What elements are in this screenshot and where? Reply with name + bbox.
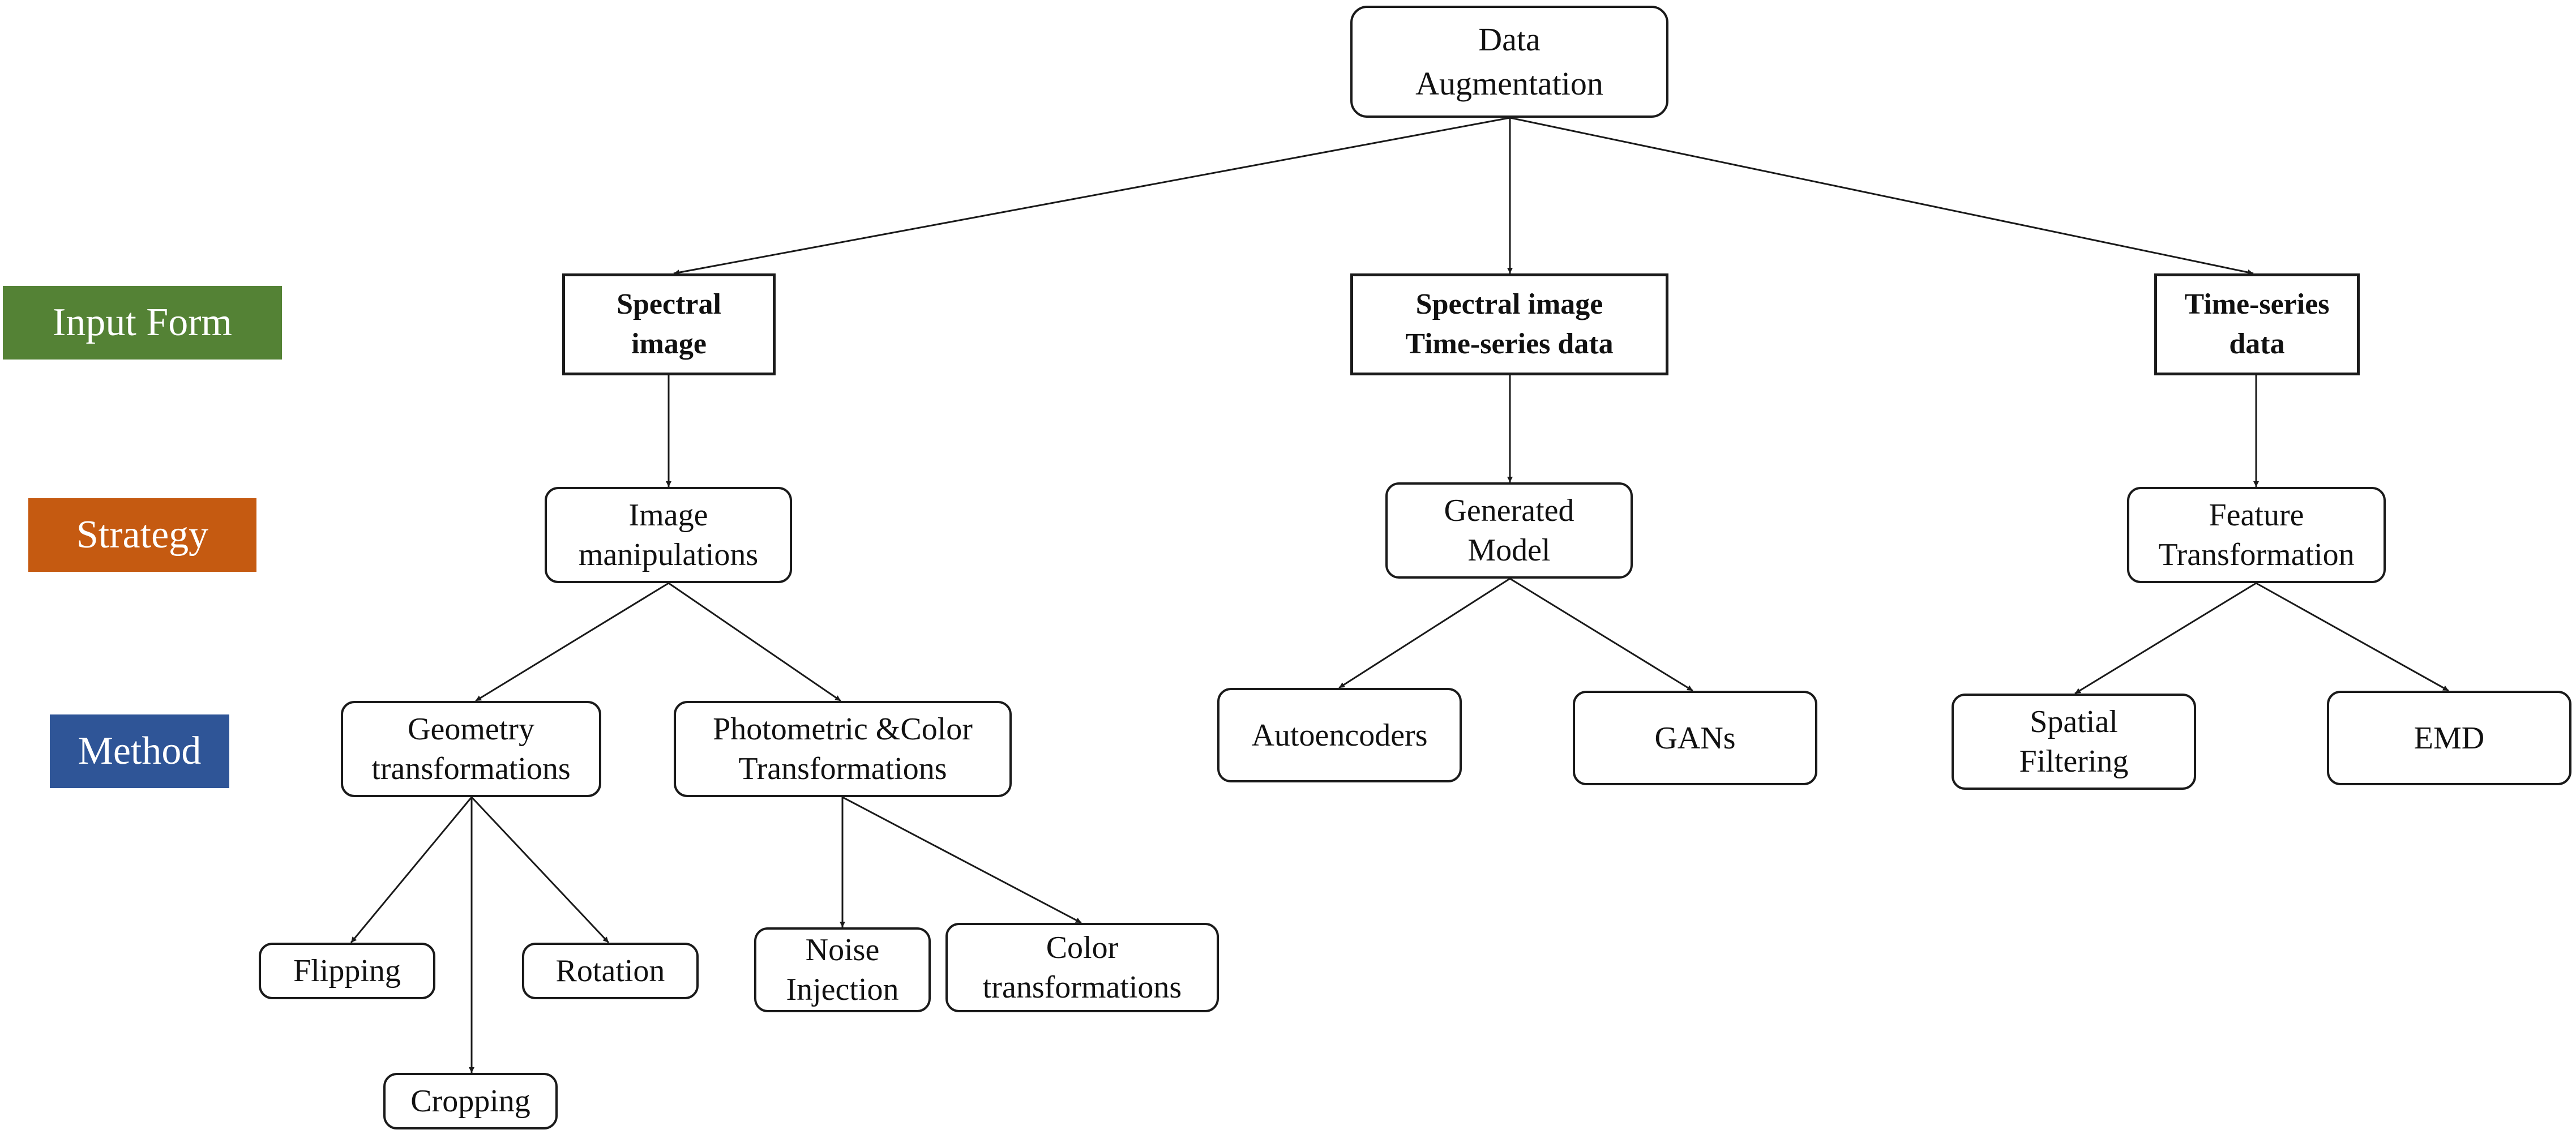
node-color-transformations: Color transformations: [945, 923, 1219, 1012]
level-label-strategy: Strategy: [28, 498, 256, 572]
node-generated-model: Generated Model: [1385, 482, 1633, 579]
node-spectral-image-time-series-data: Spectral image Time-series data: [1350, 273, 1668, 375]
edge-geometry-to-flipping: [350, 797, 473, 943]
edge-feature-to-spatial: [2074, 582, 2257, 695]
edge-generated-to-autoencoders: [1338, 577, 1510, 689]
node-photometric-color-transformations: Photometric &Color Transformations: [674, 701, 1012, 797]
node-feature-transformation: Feature Transformation: [2127, 487, 2386, 583]
node-flipping: Flipping: [259, 943, 435, 999]
edge-generated-to-gans: [1509, 577, 1693, 692]
level-label-method: Method: [50, 714, 229, 788]
edge-image-manip-to-geometry: [475, 582, 669, 702]
node-time-series-data: Time-series data: [2154, 273, 2360, 375]
node-emd: EMD: [2327, 691, 2571, 785]
edge-photometric-to-color: [842, 796, 1082, 924]
node-spatial-filtering: Spatial Filtering: [1952, 694, 2196, 790]
node-gans: GANs: [1573, 691, 1817, 785]
node-geometry-transformations: Geometry transformations: [341, 701, 601, 797]
edge-geometry-to-rotation: [470, 796, 610, 944]
node-spectral-image: Spectral image: [562, 273, 776, 375]
node-autoencoders: Autoencoders: [1217, 688, 1462, 782]
root-node-data-augmentation: Data Augmentation: [1350, 6, 1668, 118]
edge-feature-to-emd: [2256, 582, 2449, 692]
node-cropping: Cropping: [383, 1073, 558, 1129]
node-noise-injection: Noise Injection: [754, 927, 931, 1012]
edge-image-manip-to-photometric: [668, 582, 841, 702]
node-rotation: Rotation: [522, 943, 699, 999]
edge-root-to-timeseries: [1509, 117, 2254, 275]
node-image-manipulations: Image manipulations: [545, 487, 792, 583]
level-label-input-form: Input Form: [3, 286, 282, 360]
edge-root-to-spectral-image: [673, 117, 1510, 276]
